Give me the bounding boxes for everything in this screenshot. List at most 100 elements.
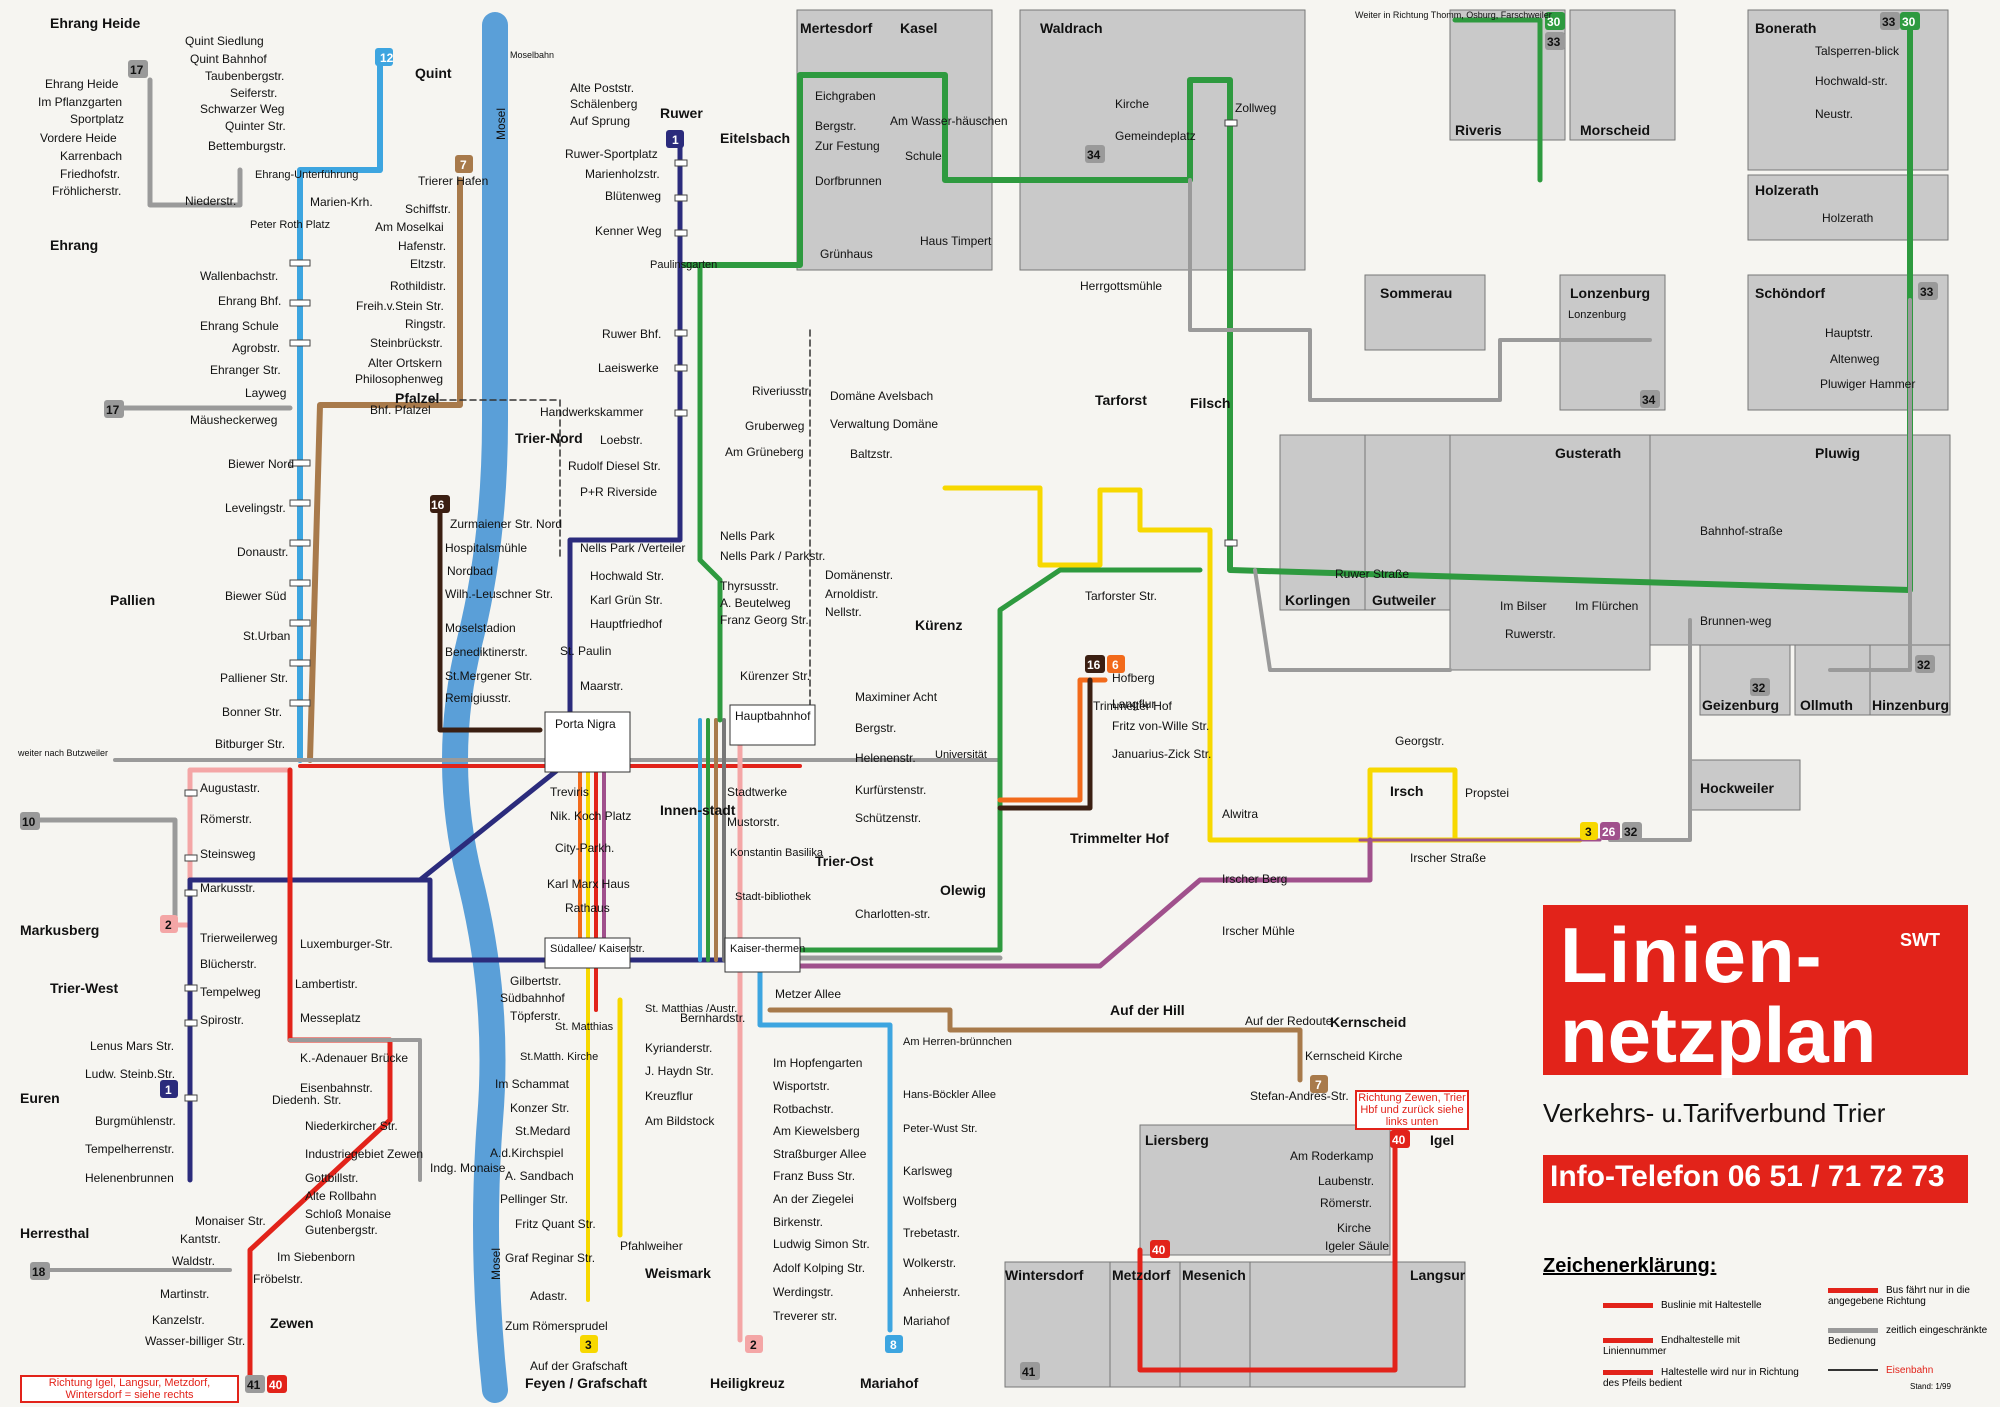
stop-labels-heide: Ehrang Heide Im Pflanzgarten Sportplatz … (38, 77, 373, 209)
legend-item-endstop: Endhaltestelle mit Liniennummer (1603, 1335, 1740, 1357)
district: Igel (1430, 1132, 1454, 1148)
svg-text:Remigiusstr.: Remigiusstr. (445, 691, 511, 705)
district: Zewen (270, 1315, 314, 1331)
svg-text:Monaiser Str.: Monaiser Str. (195, 1214, 266, 1228)
svg-text:Zollweg: Zollweg (1235, 101, 1276, 115)
svg-text:Hauptbahnhof: Hauptbahnhof (735, 709, 811, 723)
zone-bonerath (1747, 9, 1949, 171)
svg-text:17: 17 (106, 403, 120, 417)
svg-text:Hospitalsmühle: Hospitalsmühle (445, 541, 527, 555)
district: Quint (415, 65, 452, 81)
zone-liersberg (1139, 1124, 1391, 1256)
hub-porta-nigra[interactable] (544, 711, 631, 773)
line-2 (172, 767, 293, 928)
svg-text:Blütenweg: Blütenweg (605, 189, 661, 203)
svg-text:Alte Rollbahn: Alte Rollbahn (305, 1189, 376, 1203)
svg-text:Stadtwerke: Stadtwerke (727, 785, 787, 799)
district: Pluwig (1815, 445, 1860, 461)
svg-text:Karrenbach: Karrenbach (60, 149, 122, 163)
district: Feyen / Grafschaft (525, 1375, 647, 1391)
svg-text:Irscher Berg: Irscher Berg (1222, 872, 1287, 886)
svg-text:Adastr.: Adastr. (530, 1289, 567, 1303)
title-box (1543, 905, 1968, 1075)
svg-text:Gilbertstr.: Gilbertstr. (510, 974, 561, 988)
svg-text:Nik. Koch Platz: Nik. Koch Platz (550, 809, 631, 823)
district: Euren (20, 1090, 60, 1106)
svg-text:Am Roderkamp: Am Roderkamp (1290, 1149, 1374, 1163)
line-34 (1188, 178, 1652, 402)
svg-text:Fröbelstr.: Fröbelstr. (253, 1272, 303, 1286)
district: Ollmuth (1800, 697, 1853, 713)
svg-text:Indg. Monaise: Indg. Monaise (430, 1161, 506, 1175)
svg-text:Moselstadion: Moselstadion (445, 621, 516, 635)
svg-text:Riveriusstr.: Riveriusstr. (752, 384, 811, 398)
svg-text:St.Matth. Kirche: St.Matth. Kirche (520, 1051, 598, 1063)
svg-text:Laeiswerke: Laeiswerke (598, 361, 659, 375)
svg-text:8: 8 (890, 1338, 897, 1352)
svg-text:Südbahnhof: Südbahnhof (500, 991, 565, 1005)
svg-text:Igeler Säule: Igeler Säule (1325, 1239, 1389, 1253)
svg-text:Am Herren-brünnchen: Am Herren-brünnchen (903, 1036, 1012, 1048)
svg-text:Lambertistr.: Lambertistr. (295, 977, 358, 991)
svg-text:Georgstr.: Georgstr. (1395, 734, 1444, 748)
svg-text:Spirostr.: Spirostr. (200, 1013, 244, 1027)
district: Bonerath (1755, 20, 1816, 36)
svg-text:City-Parkh.: City-Parkh. (555, 841, 614, 855)
svg-text:Wallenbachstr.: Wallenbachstr. (200, 269, 278, 283)
svg-text:Kyrianderstr.: Kyrianderstr. (645, 1041, 712, 1055)
svg-text:Hochwald Str.: Hochwald Str. (590, 569, 664, 583)
note-moselbahn: Moselbahn (510, 50, 554, 60)
district: Kernscheid (1330, 1014, 1406, 1030)
svg-text:Auf der Redoute: Auf der Redoute (1245, 1014, 1333, 1028)
hub-suedallee[interactable] (544, 937, 631, 969)
district: Morscheid (1580, 122, 1650, 138)
svg-text:Propstei: Propstei (1465, 786, 1509, 800)
svg-text:Bernhardstr.: Bernhardstr. (680, 1011, 745, 1025)
svg-text:Kreuzflur: Kreuzflur (645, 1089, 693, 1103)
svg-text:Im Siebenborn: Im Siebenborn (277, 1250, 355, 1264)
svg-text:Lenus Mars Str.: Lenus Mars Str. (90, 1039, 174, 1053)
stop-labels-quint: Quint Siedlung Quint Bahnhof Taubenbergs… (185, 34, 358, 427)
svg-text:40: 40 (269, 1378, 283, 1392)
svg-text:Trebetastr.: Trebetastr. (903, 1226, 960, 1240)
zone-metzdorf (1109, 1261, 1181, 1388)
district: Trimmelter Hof (1070, 830, 1169, 846)
svg-text:Pellinger Str.: Pellinger Str. (500, 1192, 568, 1206)
svg-text:Bettemburgstr.: Bettemburgstr. (208, 139, 286, 153)
zone-hinzenburg (1869, 644, 1951, 716)
line-40-igel (1137, 1097, 1398, 1373)
svg-text:34: 34 (1087, 148, 1101, 162)
district: Langsur (1410, 1267, 1466, 1283)
svg-text:Steinsweg: Steinsweg (200, 847, 255, 861)
svg-text:Blücherstr.: Blücherstr. (200, 957, 257, 971)
svg-text:Am Bildstock: Am Bildstock (645, 1114, 715, 1128)
svg-text:7: 7 (1315, 1078, 1322, 1092)
svg-text:Metzer Allee: Metzer Allee (775, 987, 841, 1001)
svg-text:Waldstr.: Waldstr. (172, 1254, 215, 1268)
district: Metzdorf (1112, 1267, 1171, 1283)
svg-text:Kaiser-thermen: Kaiser-thermen (730, 943, 805, 955)
svg-text:Charlotten-str.: Charlotten-str. (855, 907, 930, 921)
svg-text:Im Schammat: Im Schammat (495, 1077, 570, 1091)
district: Filsch (1190, 395, 1230, 411)
svg-text:Domäne Avelsbach: Domäne Avelsbach (830, 389, 933, 403)
svg-text:Nells Park /Verteiler: Nells Park /Verteiler (580, 541, 685, 555)
svg-text:Kurfürstenstr.: Kurfürstenstr. (855, 783, 926, 797)
svg-text:Wisportstr.: Wisportstr. (773, 1079, 830, 1093)
line-17 (147, 77, 243, 208)
svg-text:Helenenbrunnen: Helenenbrunnen (85, 1171, 174, 1185)
district: Trier-Nord (515, 430, 583, 446)
svg-text:Maarstr.: Maarstr. (580, 679, 623, 693)
hub-kaiserthermen[interactable] (724, 937, 801, 973)
hub-hauptbahnhof[interactable] (729, 704, 816, 746)
line-30-riveris (1452, 17, 1543, 183)
svg-text:Hauptstr.: Hauptstr. (1825, 326, 1873, 340)
district: Waldrach (1040, 20, 1103, 36)
note-igel: Richtung Igel, Langsur, Metzdorf, Winter… (20, 1375, 239, 1403)
line-41-west (288, 1038, 422, 1182)
line-26 (997, 837, 1373, 969)
stop-labels-east: Eichgraben Bergstr. Zur Festung Dorfbrun… (815, 44, 1915, 391)
legend-item-busline: Buslinie mit Haltestelle (1603, 1300, 1762, 1311)
svg-text:Haus Timpert: Haus Timpert (920, 234, 992, 248)
svg-text:Januarius-Zick Str.: Januarius-Zick Str. (1112, 747, 1211, 761)
